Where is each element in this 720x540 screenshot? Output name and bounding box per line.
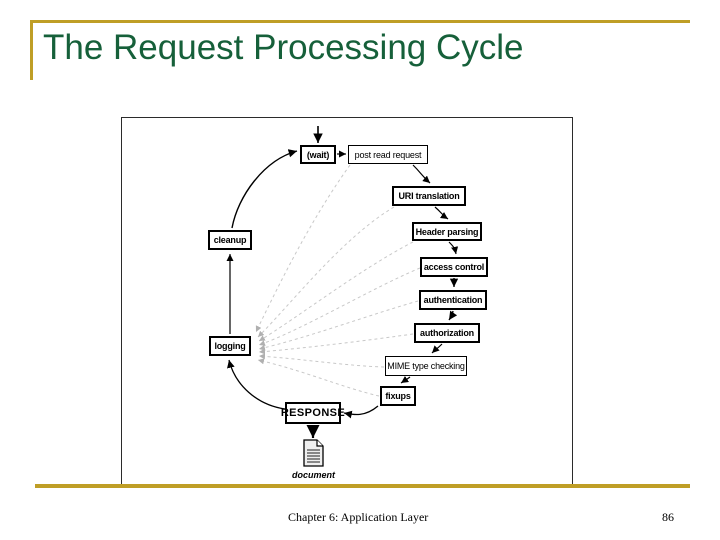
dash-authz-to-logging <box>258 333 414 355</box>
edge-mime-to-fixups <box>400 376 411 384</box>
edge-fixups-to-response <box>343 405 379 419</box>
node-header-parsing[interactable]: Header parsing <box>412 222 482 241</box>
node-access-control[interactable]: access control <box>420 257 488 277</box>
edge-authn-to-authz <box>448 310 458 321</box>
node-response[interactable]: RESPONSE <box>281 402 345 424</box>
edge-authz-to-mime <box>431 343 443 354</box>
title-rule-left <box>30 20 33 80</box>
edge-response-to-logging <box>227 359 286 410</box>
node-post-read-request[interactable]: post read request <box>348 145 428 164</box>
node-cleanup[interactable]: cleanup <box>208 230 252 250</box>
dash-access-to-logging <box>258 267 421 346</box>
document-page-icon <box>303 439 324 467</box>
dash-uri-to-logging <box>257 206 395 338</box>
document-label: document <box>292 470 336 480</box>
bottom-rule <box>35 484 690 488</box>
edge-uri-to-header <box>434 206 449 220</box>
node-authorization[interactable]: authorization <box>414 323 480 343</box>
logging-dashed-links <box>255 164 421 397</box>
edge-cleanup-to-wait <box>231 149 298 229</box>
node-mime-type-checking[interactable]: MIME type checking <box>385 356 467 376</box>
dash-header-to-logging <box>258 241 414 342</box>
node-fixups[interactable]: fixups <box>380 386 416 406</box>
page-number: 86 <box>662 510 674 524</box>
title-rule-top <box>30 20 690 23</box>
dash-fixups-to-logging <box>257 358 380 397</box>
footer-chapter-text: Chapter 6: Application Layer <box>288 510 429 524</box>
node-authentication[interactable]: authentication <box>419 290 487 310</box>
diagram-connectors <box>226 126 459 438</box>
page-title: The Request Processing Cycle <box>43 28 524 67</box>
node-wait[interactable]: (wait) <box>300 145 336 164</box>
dash-postread-to-logging <box>255 164 351 333</box>
dash-mime-to-logging <box>258 353 385 368</box>
edge-postread-to-uri <box>412 164 431 184</box>
edge-header-to-access <box>448 241 459 255</box>
node-uri-translation[interactable]: URI translation <box>392 186 466 206</box>
diagram-frame: (wait) post read request URI translation… <box>121 117 573 485</box>
node-logging[interactable]: logging <box>209 336 251 356</box>
